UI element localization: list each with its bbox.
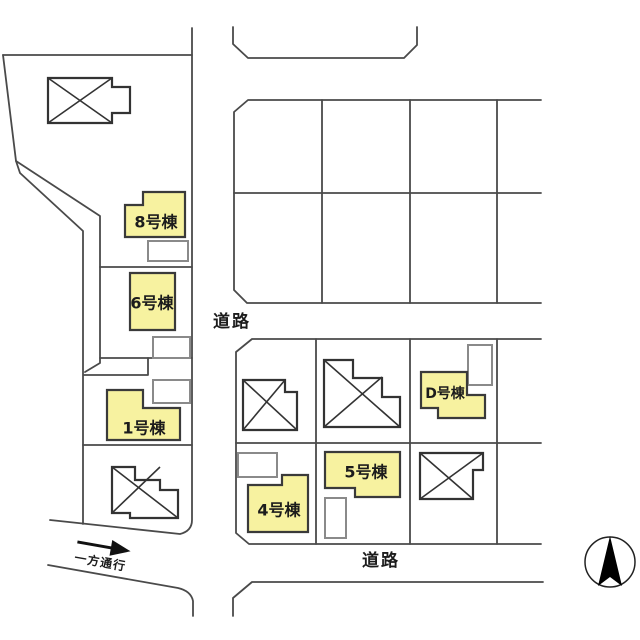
parking-pad xyxy=(152,336,191,359)
building-8-shape xyxy=(123,190,187,239)
vertical-road-left-edge xyxy=(49,27,193,535)
left-strip-boundary xyxy=(2,54,193,525)
upper-block-outline xyxy=(233,99,542,304)
strip-left-outer-edge xyxy=(2,54,84,525)
top-island-outline xyxy=(232,26,418,59)
building-1: 1号棟 xyxy=(105,388,182,442)
upper-right-block xyxy=(233,99,542,304)
oneway-road-lower-edge xyxy=(47,564,194,617)
bottom-road-edge xyxy=(232,581,544,617)
building-5: 5号棟 xyxy=(323,450,402,499)
lower-right-block xyxy=(235,338,542,545)
crossed-building xyxy=(418,451,485,501)
building-8: 8号棟 xyxy=(123,190,187,239)
building-5-shape xyxy=(323,450,402,499)
crossed-building xyxy=(322,358,402,429)
parking-pad xyxy=(147,240,189,262)
building-d: D号棟 xyxy=(419,370,487,420)
highlighted-buildings: 8号棟 6号棟 1号棟 4号棟 5号棟 D号棟 xyxy=(105,190,487,534)
road-label-middle: 道路 xyxy=(213,311,251,332)
building-6-shape xyxy=(128,271,177,332)
existing-buildings xyxy=(46,76,485,520)
parking-pads xyxy=(147,240,493,539)
building-4-shape xyxy=(246,473,310,534)
parking-pad xyxy=(324,497,347,539)
crossed-building xyxy=(110,465,180,520)
right-arrow-icon xyxy=(77,539,131,556)
one-way-annotation: 一方通行 xyxy=(73,539,131,574)
roads xyxy=(47,26,544,617)
crossed-building xyxy=(46,76,132,125)
crossed-building xyxy=(241,378,299,432)
building-1-shape xyxy=(105,388,182,442)
building-6-label: 6号棟 xyxy=(130,294,174,313)
north-arrow-icon xyxy=(584,536,636,588)
building-d-label: D号棟 xyxy=(425,385,466,402)
parking-pad xyxy=(237,452,278,478)
parking-pad xyxy=(467,344,493,386)
parking-pad xyxy=(152,379,191,404)
building-4-label: 4号棟 xyxy=(257,501,301,520)
building-1-label: 1号棟 xyxy=(122,419,166,438)
building-d-shape xyxy=(419,370,487,420)
building-8-label: 8号棟 xyxy=(134,213,178,232)
building-4: 4号棟 xyxy=(246,473,310,534)
building-6: 6号棟 xyxy=(128,271,177,332)
building-5-label: 5号棟 xyxy=(344,463,388,482)
parcel-step-line xyxy=(83,357,149,376)
road-label-bottom: 道路 xyxy=(362,550,400,571)
strip-inner-path-edge xyxy=(15,160,101,373)
